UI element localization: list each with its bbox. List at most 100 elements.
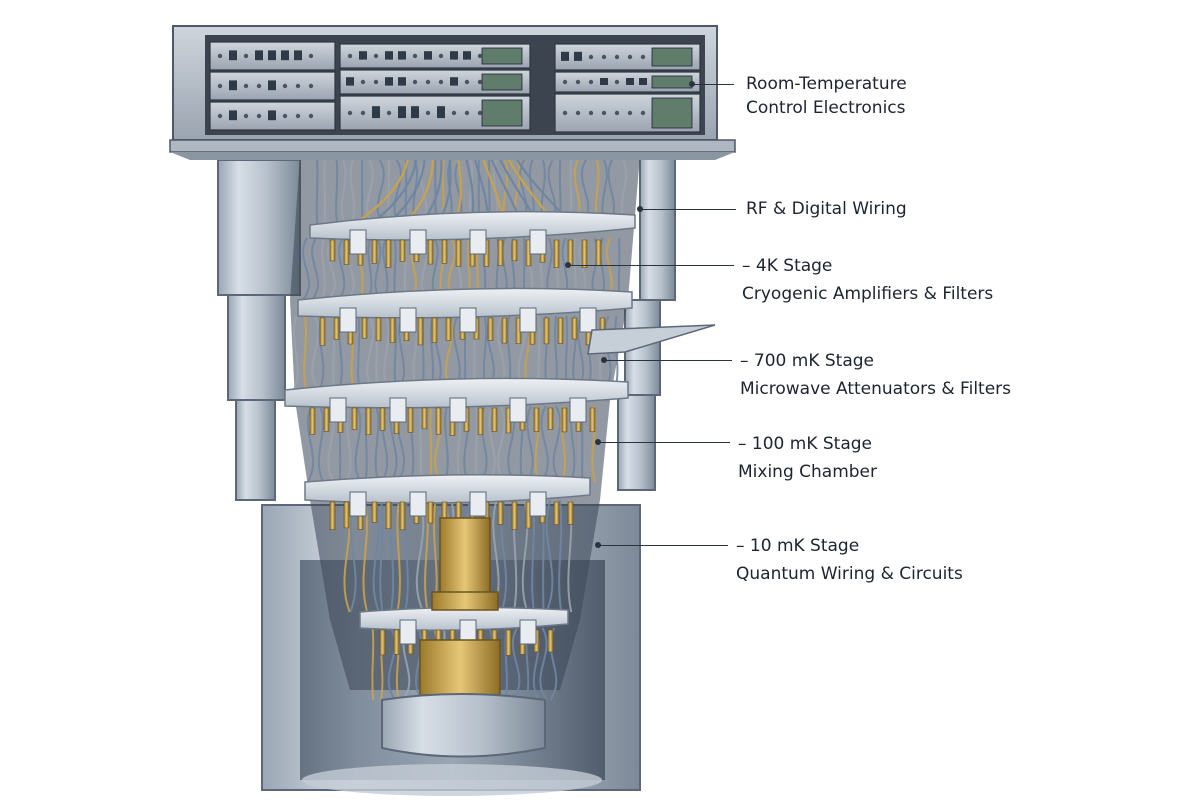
- callout-10mk-title: – 10 mK Stage: [736, 534, 963, 558]
- panel-knob: [309, 54, 313, 58]
- panel-knob: [641, 55, 645, 59]
- panel-button: [372, 106, 380, 118]
- filter-module: [400, 620, 416, 644]
- panel-knob: [452, 111, 456, 115]
- filter-module: [530, 492, 546, 516]
- panel-knob: [563, 111, 567, 115]
- panel-button: [561, 52, 569, 61]
- callout-100mk-subtitle: Mixing Chamber: [738, 460, 877, 484]
- panel-knob: [218, 54, 222, 58]
- panel-knob: [296, 84, 300, 88]
- panel-button: [398, 51, 406, 59]
- callout-room-temp-subtitle: Control Electronics: [746, 96, 907, 120]
- leader-dot-room-temp: [689, 81, 695, 87]
- filter-module: [390, 398, 406, 422]
- coax-connector: [432, 318, 437, 343]
- panel-knob: [387, 111, 391, 115]
- panel-knob: [478, 80, 482, 84]
- coax-connector: [390, 318, 395, 343]
- panel-knob: [628, 111, 632, 115]
- panel-button: [268, 50, 276, 60]
- panel-button: [450, 51, 458, 59]
- panel-button: [626, 78, 634, 85]
- callout-100mk: – 100 mK Stage Mixing Chamber: [738, 432, 877, 484]
- filter-module: [410, 492, 426, 516]
- panel-knob: [465, 111, 469, 115]
- coax-connector: [534, 408, 539, 432]
- callout-10mk: – 10 mK Stage Quantum Wiring & Circuits: [736, 534, 963, 586]
- panel-button: [229, 50, 237, 60]
- coax-connector: [400, 502, 405, 530]
- cable-strand: [317, 160, 318, 225]
- panel-button: [255, 50, 263, 60]
- coax-connector: [428, 240, 433, 264]
- coax-connector: [422, 408, 427, 429]
- leader-dot-100mk: [595, 439, 601, 445]
- panel-knob: [615, 55, 619, 59]
- filter-module: [350, 230, 366, 254]
- coax-connector: [380, 630, 385, 655]
- cable-strand: [476, 406, 477, 482]
- lcd-display: [482, 74, 522, 90]
- panel-knob: [576, 111, 580, 115]
- coax-connector: [352, 408, 357, 429]
- panel-knob: [283, 84, 287, 88]
- coax-connector: [512, 240, 517, 261]
- coax-connector: [548, 630, 553, 652]
- coax-connector: [380, 408, 385, 430]
- coax-connector: [330, 240, 335, 261]
- leader-wiring: [640, 209, 736, 210]
- panel-knob: [439, 80, 443, 84]
- panel-button: [574, 52, 582, 61]
- filter-module: [580, 308, 596, 332]
- lcd-display: [652, 48, 692, 66]
- coax-connector: [418, 318, 423, 345]
- panel-knob: [361, 80, 365, 84]
- panel-knob: [374, 54, 378, 58]
- callout-10mk-subtitle: Quantum Wiring & Circuits: [736, 562, 963, 586]
- panel-knob: [465, 80, 469, 84]
- coax-connector: [344, 240, 349, 265]
- callout-4k: – 4K Stage Cryogenic Amplifiers & Filter…: [742, 254, 993, 306]
- leader-4k: [568, 265, 734, 266]
- panel-button: [463, 51, 471, 59]
- panel-knob: [439, 54, 443, 58]
- panel-knob: [478, 111, 482, 115]
- callout-room-temp-title: Room-Temperature: [746, 72, 907, 96]
- panel-knob: [641, 111, 645, 115]
- coax-connector: [386, 240, 391, 267]
- cable-strand: [336, 160, 337, 225]
- filter-module: [350, 492, 366, 516]
- panel-button: [229, 110, 237, 120]
- panel-button: [268, 110, 276, 120]
- panel-button: [268, 80, 276, 90]
- coax-connector: [492, 408, 497, 431]
- callout-wiring-title: RF & Digital Wiring: [746, 197, 907, 221]
- filter-module: [510, 398, 526, 422]
- coax-connector: [436, 408, 441, 434]
- panel-button: [359, 51, 367, 59]
- coax-connector: [330, 502, 335, 530]
- panel-button: [398, 77, 406, 85]
- coax-connector: [590, 408, 595, 432]
- coax-connector: [548, 408, 553, 429]
- coax-connector: [334, 318, 339, 339]
- coax-connector: [554, 240, 559, 267]
- panel-knob: [348, 54, 352, 58]
- filter-module: [450, 398, 466, 422]
- cable-strand: [420, 406, 421, 482]
- lcd-display: [482, 100, 522, 126]
- cable-strand: [394, 238, 395, 300]
- callout-700mk-title: – 700 mK Stage: [740, 349, 1011, 373]
- panel-knob: [283, 114, 287, 118]
- filter-module: [520, 620, 536, 644]
- leader-dot-10mk: [595, 542, 601, 548]
- panel-knob: [576, 80, 580, 84]
- leader-700mk: [604, 360, 732, 361]
- coax-connector: [596, 240, 601, 265]
- filter-module: [470, 492, 486, 516]
- panel-button: [346, 77, 354, 85]
- panel-button: [294, 50, 302, 60]
